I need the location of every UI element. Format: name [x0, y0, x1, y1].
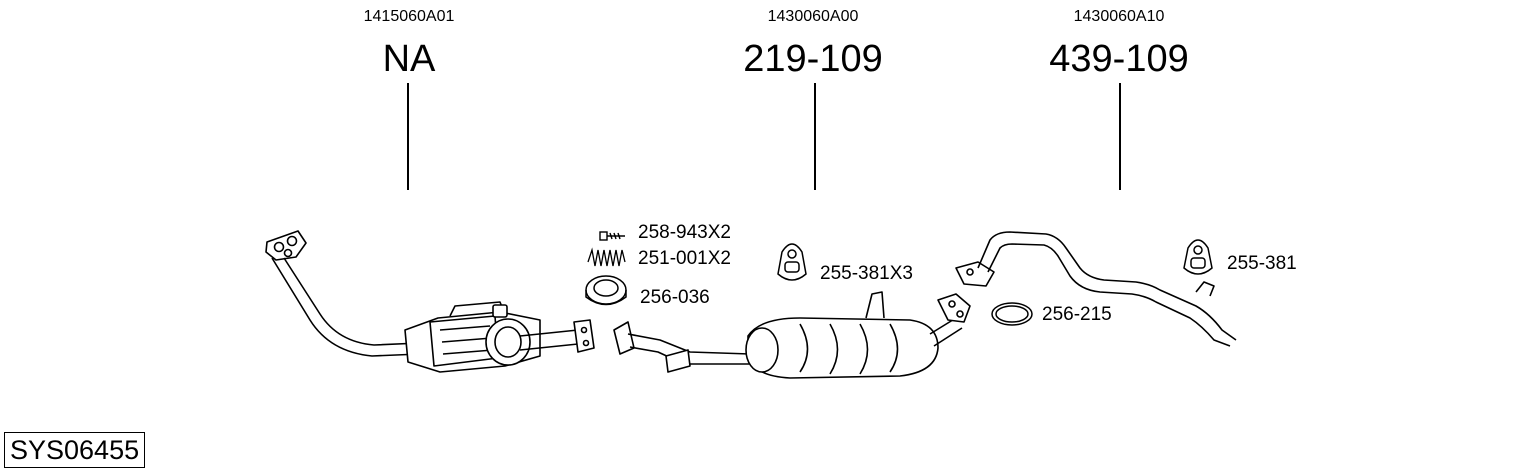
part-number-tail-pipe[interactable]: 439-109	[1049, 38, 1189, 80]
bolt-icon[interactable]	[599, 231, 625, 241]
system-code-label: SYS06455	[4, 432, 146, 468]
part-number-front-pipe[interactable]: NA	[382, 38, 436, 80]
callout-hanger-right[interactable]: 255-381	[1227, 253, 1297, 274]
tail-pipe-part[interactable]	[955, 231, 1237, 347]
oem-number-front-pipe: 1415060A01	[363, 8, 455, 25]
callout-gasket-left[interactable]: 256-036	[640, 287, 710, 308]
front-pipe-catalyst-part[interactable]	[265, 230, 595, 373]
part-number-center-muffler[interactable]: 219-109	[743, 38, 883, 80]
rubber-hanger-icon[interactable]	[777, 243, 807, 281]
center-muffler-part[interactable]	[613, 291, 971, 379]
callout-hanger-center[interactable]: 255-381X3	[820, 263, 913, 284]
callout-bolt[interactable]: 258-943X2	[638, 222, 731, 243]
callout-spring[interactable]: 251-001X2	[638, 248, 731, 269]
gasket-ring-icon[interactable]	[991, 302, 1033, 326]
rubber-hanger-icon[interactable]	[1183, 239, 1213, 275]
callout-gasket-right[interactable]: 256-215	[1042, 304, 1112, 325]
oem-number-center-muffler: 1430060A00	[767, 8, 859, 25]
spring-icon[interactable]	[587, 247, 626, 267]
gasket-ring-icon[interactable]	[585, 275, 627, 306]
oem-number-tail-pipe: 1430060A10	[1073, 8, 1165, 25]
